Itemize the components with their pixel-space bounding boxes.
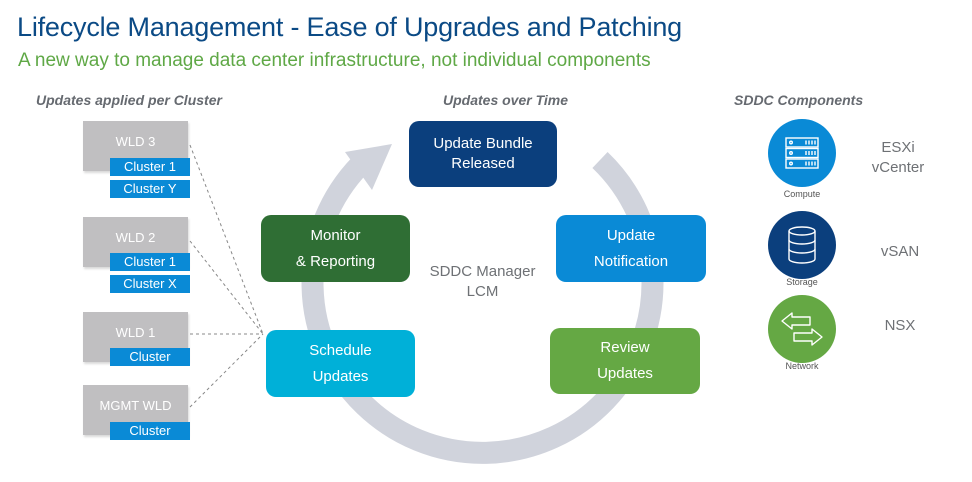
database-icon <box>788 226 816 264</box>
hub-line: SDDC Manager <box>429 263 536 280</box>
step-line: Update Bundle <box>433 135 533 152</box>
step-line: Updates <box>597 365 653 382</box>
cluster-connectors <box>189 144 264 408</box>
step-line: Notification <box>593 252 669 270</box>
step-line: Update <box>606 226 656 244</box>
compute-products: ESXi vCenter <box>868 138 928 178</box>
cluster-badge: Cluster X <box>110 275 190 293</box>
step-update-notification: Update Notification <box>556 215 706 282</box>
product-name: vSAN <box>880 243 920 260</box>
compute-caption: Compute <box>783 189 821 199</box>
step-review-updates: Review Updates <box>550 328 700 394</box>
cluster-badge: Cluster 1 <box>110 253 190 271</box>
step-monitor-reporting: Monitor & Reporting <box>261 215 410 282</box>
step-line: Released <box>451 155 515 172</box>
step-line: Review <box>600 339 650 356</box>
step-line: Schedule <box>309 341 372 359</box>
step-update-bundle-released: Update Bundle Released <box>409 121 557 187</box>
left-heading: Updates applied per Cluster <box>36 92 222 108</box>
storage-badge <box>768 211 836 279</box>
step-line: Monitor <box>310 226 361 244</box>
cluster-badge: Cluster <box>110 422 190 440</box>
step-schedule-updates: Schedule Updates <box>266 330 415 397</box>
connector-mgmt <box>189 333 264 408</box>
network-badge <box>768 295 836 363</box>
workload-label: WLD 1 <box>115 325 156 340</box>
product-name: vCenter <box>871 159 925 176</box>
cycle-ring <box>301 152 664 464</box>
cluster-badge: Cluster <box>110 348 190 366</box>
storage-caption: Storage <box>786 277 818 287</box>
network-products: NSX <box>880 316 920 336</box>
step-line: Updates <box>312 367 369 385</box>
exchange-arrows-icon <box>781 312 823 346</box>
cycle-arrowhead <box>345 144 392 190</box>
workload-label: MGMT WLD <box>99 398 172 413</box>
workload-label: WLD 2 <box>115 230 156 245</box>
compute-badge <box>768 119 836 187</box>
cycle-hub-label: SDDC Manager LCM <box>420 262 545 302</box>
hub-line: LCM <box>466 283 499 300</box>
cluster-badge: Cluster 1 <box>110 158 190 176</box>
server-rack-icon <box>785 137 819 169</box>
connector-wld3 <box>189 144 264 335</box>
connector-wld2 <box>189 240 264 335</box>
step-line: & Reporting <box>295 252 376 270</box>
cluster-badge: Cluster Y <box>110 180 190 198</box>
network-caption: Network <box>785 361 819 371</box>
right-heading: SDDC Components <box>734 92 864 108</box>
storage-products: vSAN <box>875 242 925 262</box>
product-name: ESXi <box>881 139 915 156</box>
page-title: Lifecycle Management - Ease of Upgrades … <box>17 12 682 42</box>
center-heading: Updates over Time <box>443 92 569 108</box>
page-subtitle: A new way to manage data center infrastr… <box>18 50 651 71</box>
product-name: NSX <box>884 317 916 334</box>
workload-label: WLD 3 <box>115 134 156 149</box>
